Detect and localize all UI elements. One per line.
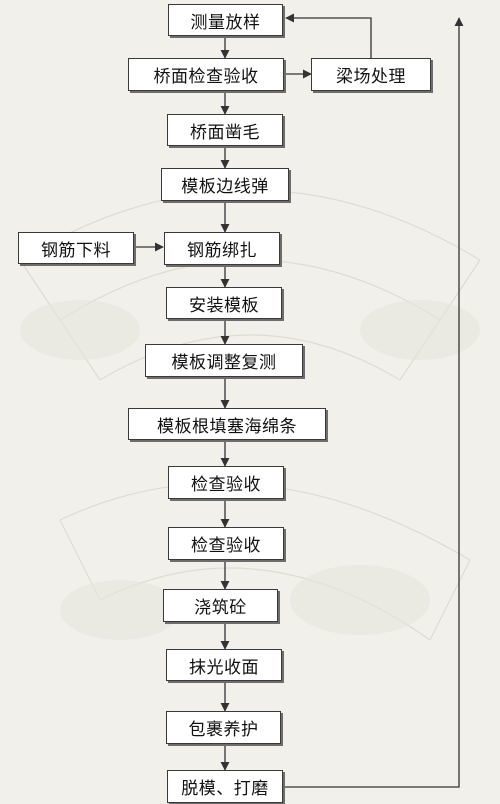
step-deck-inspection: 桥面检查验收	[128, 58, 284, 91]
step-rebar-tying: 钢筋绑扎	[164, 232, 280, 265]
step-formwork-adjust-recheck: 模板调整复测	[145, 344, 303, 377]
step-beam-yard-handling: 梁场处理	[311, 58, 431, 91]
step-trowel-finish: 抹光收面	[166, 649, 282, 681]
arrow-16-1	[283, 17, 464, 788]
step-inspection-2: 检查验收	[168, 527, 284, 560]
step-inspection-1: 检查验收	[168, 466, 284, 499]
arrow-3-1	[285, 13, 372, 58]
step-pour-concrete: 浇筑砼	[163, 589, 278, 622]
step-deck-chiseling: 桥面凿毛	[167, 114, 283, 146]
step-install-formwork: 安装模板	[166, 287, 282, 319]
step-measure-layout: 测量放样	[168, 4, 283, 36]
step-wrap-curing: 包裹养护	[166, 711, 281, 744]
step-rebar-cutting: 钢筋下料	[18, 232, 134, 264]
step-formwork-line-marking: 模板边线弹	[161, 168, 289, 201]
step-formwork-sponge-filling: 模板根填塞海绵条	[128, 408, 326, 440]
step-demold-grinding: 脱模、打磨	[167, 770, 283, 803]
